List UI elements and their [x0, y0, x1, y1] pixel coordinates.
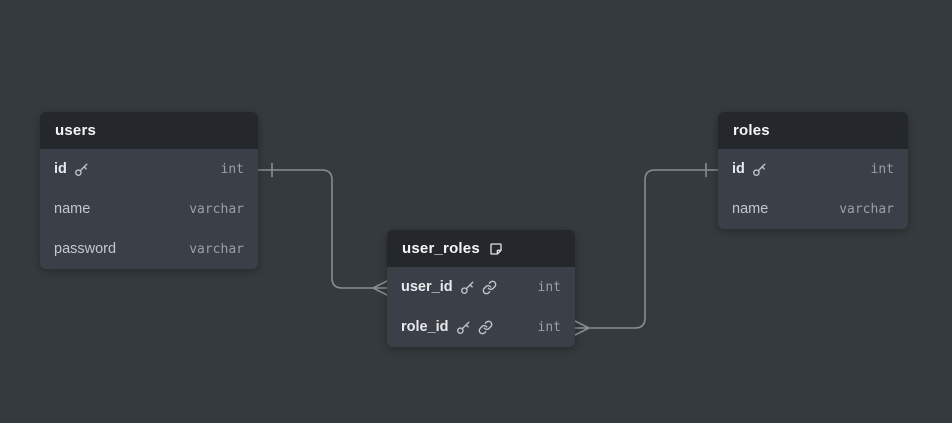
column-name: id	[732, 161, 745, 177]
key-icon	[460, 280, 475, 295]
key-icon	[74, 162, 89, 177]
table-roles-header[interactable]: roles	[718, 112, 908, 149]
column-type: varchar	[839, 201, 894, 217]
column-name: name	[54, 201, 91, 217]
edge-line	[588, 169, 719, 329]
column-type: varchar	[189, 201, 244, 217]
table-users-columns: id int name varchar password varchar	[40, 149, 258, 269]
table-title: users	[55, 122, 97, 139]
table-title: user_roles	[402, 240, 480, 257]
table-users-header[interactable]: users	[40, 112, 258, 149]
column-name: id	[54, 161, 67, 177]
column-row-password[interactable]: password varchar	[40, 229, 258, 269]
key-icon	[456, 320, 471, 335]
table-user-roles-columns: user_id int role_id int	[387, 267, 575, 347]
table-title: roles	[733, 122, 770, 139]
column-row-name[interactable]: name varchar	[718, 189, 908, 229]
column-type: int	[537, 319, 561, 335]
edge-line	[257, 169, 374, 289]
cardinality-many-crowfoot	[372, 280, 388, 296]
relationship-roles-user-roles[interactable]	[574, 162, 719, 336]
table-roles-columns: id int name varchar	[718, 149, 908, 229]
column-name: role_id	[401, 319, 449, 335]
column-name: user_id	[401, 279, 453, 295]
column-row-role-id[interactable]: role_id int	[387, 307, 575, 347]
table-users[interactable]: users id int name varchar password varch…	[40, 112, 258, 269]
relationship-users-user-roles[interactable]	[257, 162, 388, 296]
table-roles[interactable]: roles id int name varchar	[718, 112, 908, 229]
table-user-roles[interactable]: user_roles user_id int role_id	[387, 230, 575, 347]
column-row-user-id[interactable]: user_id int	[387, 267, 575, 307]
column-type: int	[220, 161, 244, 177]
link-icon	[482, 280, 497, 295]
table-user-roles-header[interactable]: user_roles	[387, 230, 575, 267]
cardinality-many-crowfoot	[574, 320, 590, 336]
column-name: name	[732, 201, 769, 217]
column-row-id[interactable]: id int	[718, 149, 908, 189]
column-type: int	[870, 161, 894, 177]
column-row-name[interactable]: name varchar	[40, 189, 258, 229]
note-icon	[488, 241, 504, 257]
key-icon	[752, 162, 767, 177]
column-type: int	[537, 279, 561, 295]
column-type: varchar	[189, 241, 244, 257]
column-row-id[interactable]: id int	[40, 149, 258, 189]
column-name: password	[54, 241, 117, 257]
link-icon	[478, 320, 493, 335]
